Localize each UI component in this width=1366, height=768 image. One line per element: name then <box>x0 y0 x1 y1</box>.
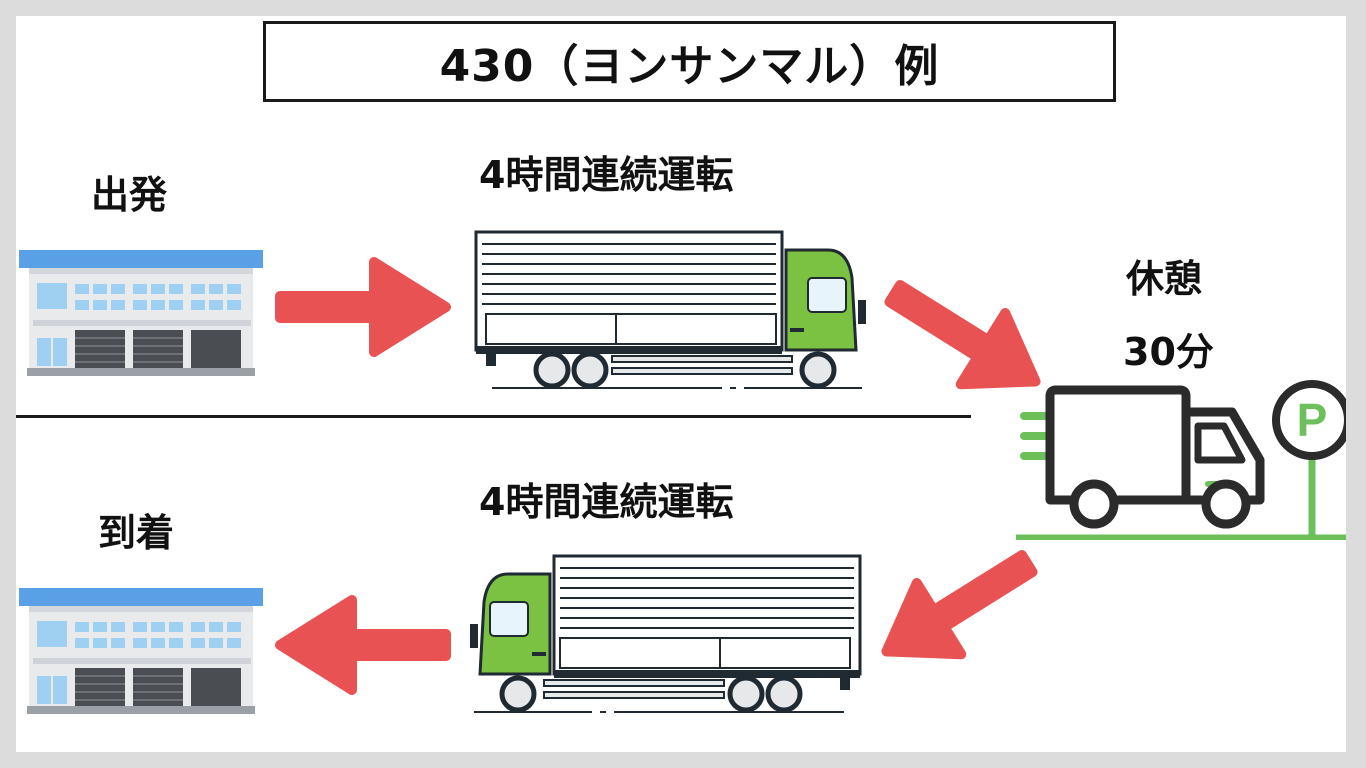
arrival-building-icon <box>19 588 263 714</box>
arrow-right-icon <box>274 248 452 366</box>
diagram-title: 430（ヨンサンマル）例 <box>263 21 1116 102</box>
arrow-down-right-icon <box>876 278 1056 398</box>
departure-label: 出発 <box>91 173 168 217</box>
arrival-label: 到着 <box>98 511 175 555</box>
diagram-canvas: 430（ヨンサンマル）例 出発 到着 4時間連続運転 4時間連続運転 休憩 30… <box>16 16 1346 752</box>
section-divider <box>16 415 971 418</box>
departure-building-icon <box>19 250 263 376</box>
drive-bottom-label: 4時間連続運転 <box>479 480 734 524</box>
arrow-left-icon <box>274 586 452 704</box>
rest-label: 休憩 <box>1126 257 1203 301</box>
parking-rest-icon: P <box>1012 368 1346 540</box>
arrow-down-left-icon <box>866 546 1046 670</box>
rest-duration-label: 30分 <box>1123 330 1214 374</box>
truck-top-icon <box>472 228 868 394</box>
truck-bottom-icon <box>468 552 864 718</box>
svg-text:P: P <box>1297 394 1328 446</box>
drive-top-label: 4時間連続運転 <box>479 153 734 197</box>
